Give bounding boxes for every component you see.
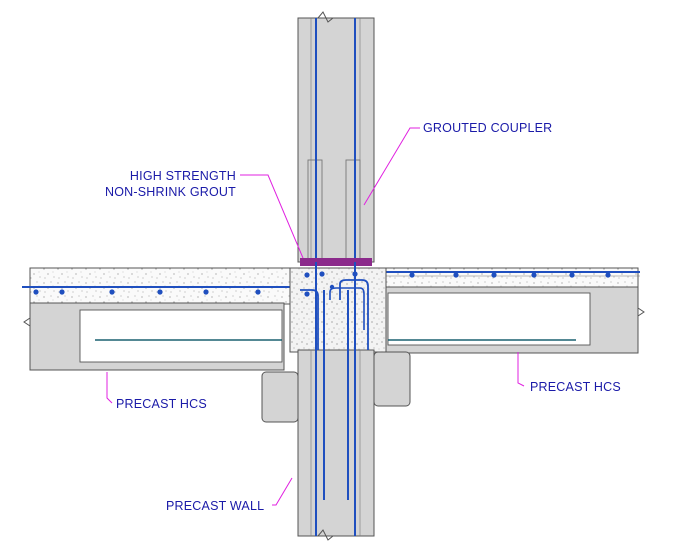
wall-rebar bbox=[300, 262, 369, 536]
precast-wall-label: PRECAST WALL bbox=[166, 499, 264, 513]
left-corbel bbox=[261, 371, 299, 423]
right-corbel bbox=[373, 351, 411, 407]
right-hollow-core-slab bbox=[385, 286, 645, 354]
upper-precast-wall bbox=[297, 11, 375, 263]
leader-lines bbox=[106, 127, 525, 506]
rebar-sections bbox=[33, 271, 611, 297]
joint-infill bbox=[289, 267, 387, 353]
grouted-coupler-label: GROUTED COUPLER bbox=[423, 121, 552, 135]
precast-hcs-right-label: PRECAST HCS bbox=[530, 380, 621, 394]
precast-hcs-left-label: PRECAST HCS bbox=[116, 397, 207, 411]
grout-label-line1: HIGH STRENGTH bbox=[130, 169, 236, 183]
grout-label-line2: NON-SHRINK GROUT bbox=[105, 185, 236, 199]
left-hollow-core-slab bbox=[23, 302, 285, 371]
lower-precast-wall bbox=[297, 349, 375, 541]
grout-pad bbox=[300, 258, 372, 266]
